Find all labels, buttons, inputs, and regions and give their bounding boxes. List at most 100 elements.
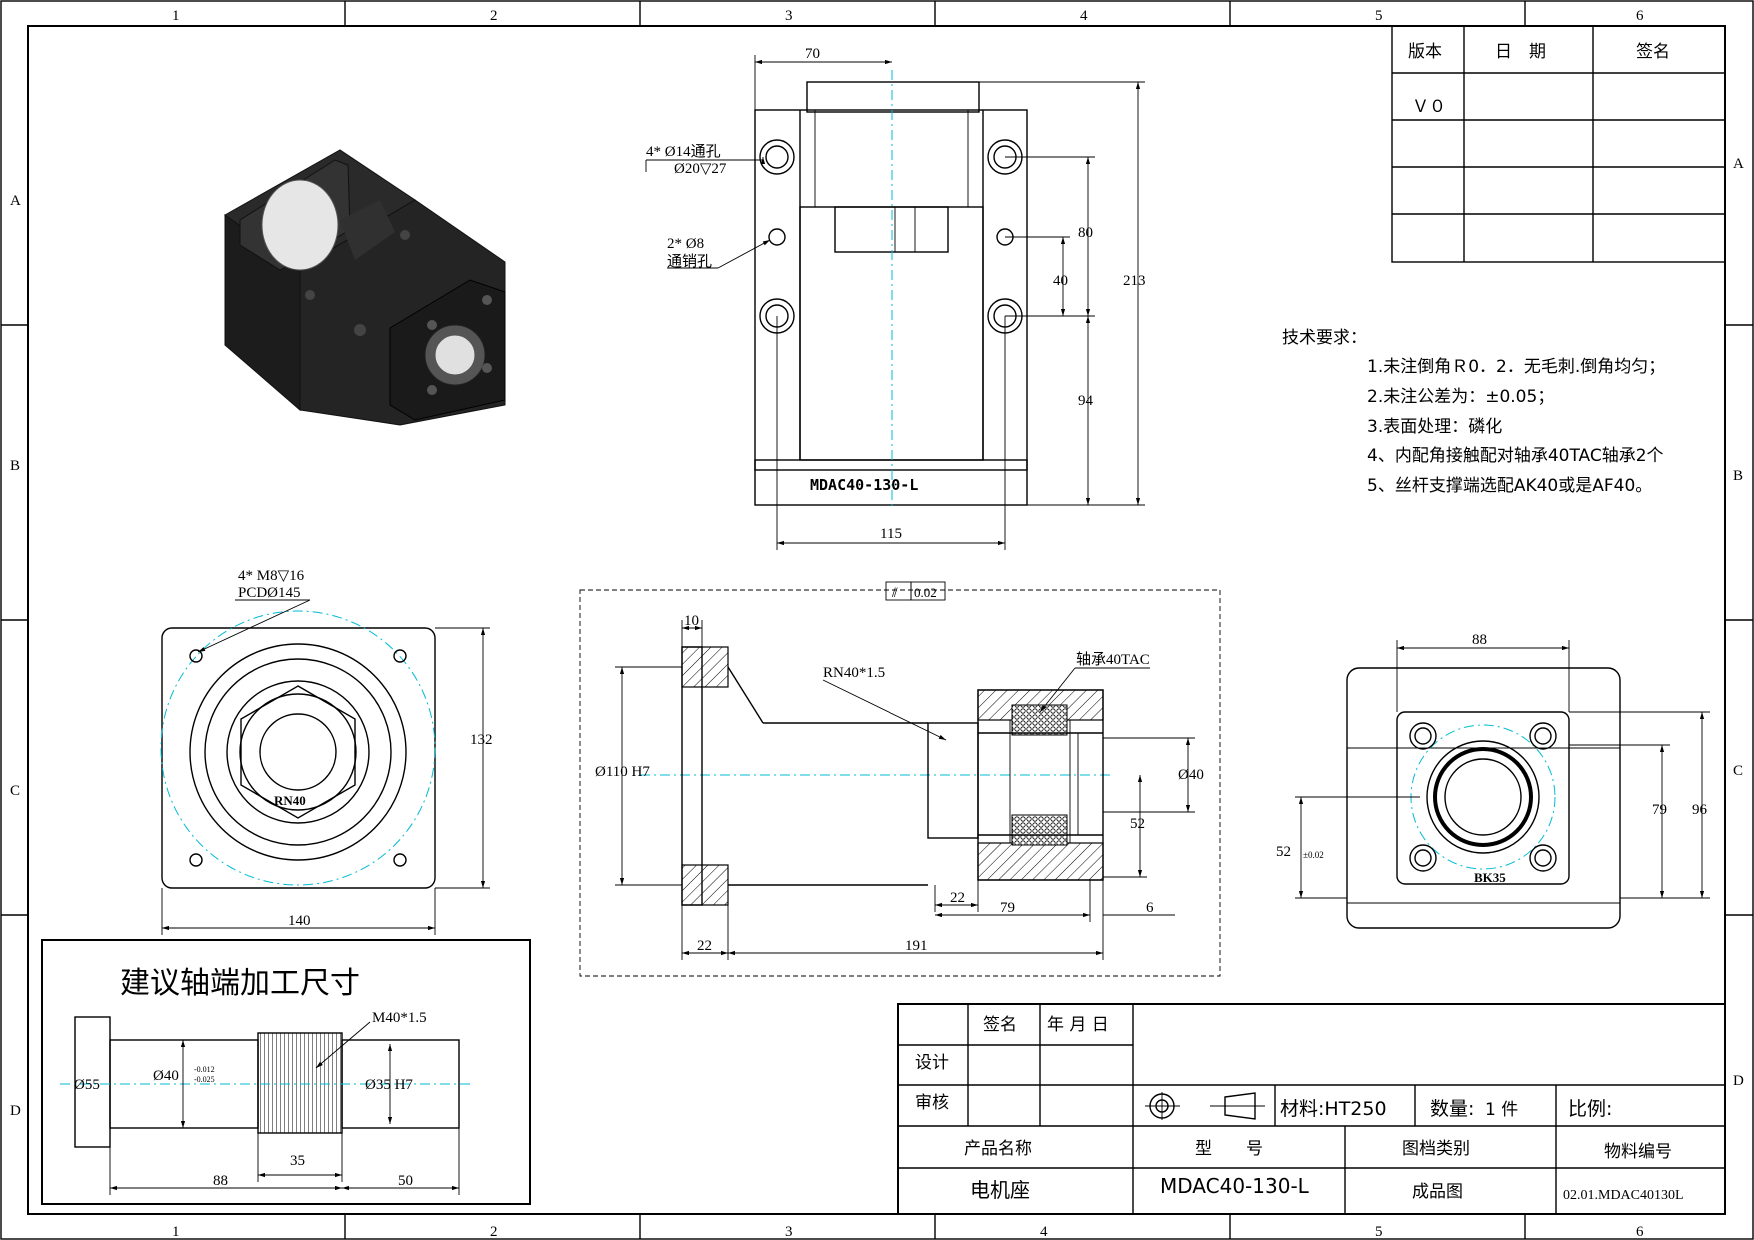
tech-req-item: 5、丝杆支撑端选配AK40或是AF40。 — [1367, 476, 1652, 496]
tech-requirements: 技术要求： 1.未注倒角Ｒ0．2．无毛刺.倒角均匀； 2.未注公差为：±0.05… — [1282, 328, 1665, 496]
tech-req-item: 4、内配角接触配对轴承40TAC轴承2个 — [1367, 446, 1664, 466]
tb-qty-label: 数量: — [1430, 1098, 1474, 1120]
dim-80: 80 — [1078, 225, 1093, 241]
shaft-d40-tol-up: -0.012 — [194, 1065, 215, 1074]
tb-date: 年 月 日 — [1047, 1015, 1109, 1035]
rev-header-version: 版本 — [1408, 42, 1442, 62]
rev-row-version: Ｖ０ — [1412, 97, 1446, 117]
shaft-d40: Ø40 — [153, 1068, 179, 1084]
title-block: 签名 年 月 日 设计 审核 材料:HT250 数量: 1 件 比例: 产品名称… — [897, 1003, 1726, 1215]
dim-52r-tol: ±0.02 — [1303, 850, 1324, 860]
shaft-thread: M40*1.5 — [372, 1010, 427, 1026]
tb-material: 材料:HT250 — [1280, 1098, 1387, 1120]
col-label: 5 — [1375, 1224, 1383, 1240]
col-label: 4 — [1040, 1224, 1048, 1240]
dim-52r: 52 — [1276, 844, 1291, 860]
col-label: 2 — [490, 1224, 498, 1240]
revision-table: 版本 日 期 签名 Ｖ０ — [1391, 25, 1726, 263]
shaft-detail: 建议轴端加工尺寸 Ø55 Ø40 -0.012 -0.025 Ø35 H7 M4… — [41, 939, 531, 1205]
row-label: A — [1733, 156, 1744, 172]
col-label: 6 — [1636, 8, 1644, 24]
col-label: 1 — [172, 1224, 180, 1240]
dim-6: 6 — [1146, 900, 1154, 916]
tb-model: MDAC40-130-L — [1160, 1174, 1310, 1198]
left-view: RN40 132 140 4* M8▽16 PCDØ145 — [160, 568, 493, 935]
dim-79r: 79 — [1652, 802, 1667, 818]
left-engraving: RN40 — [274, 793, 306, 808]
tech-req-item: 1.未注倒角Ｒ0．2．无毛刺.倒角均匀； — [1367, 357, 1665, 377]
row-label: B — [10, 458, 20, 474]
row-label: B — [1733, 468, 1743, 484]
dim-96: 96 — [1692, 802, 1708, 818]
left-note-1: 4* M8▽16 — [238, 568, 305, 584]
tech-req-item: 3.表面处理：磷化 — [1367, 417, 1502, 437]
dim-d40: Ø40 — [1178, 767, 1204, 783]
shaft-l35: 35 — [290, 1153, 305, 1169]
right-view: BK35 88 52 ±0.02 79 96 — [1276, 632, 1710, 929]
col-label: 2 — [490, 8, 498, 24]
row-label: D — [10, 1103, 21, 1119]
tb-doctype-label: 图档类别 — [1402, 1139, 1470, 1159]
dim-d110: Ø110 H7 — [595, 764, 650, 780]
tb-product-name: 电机座 — [970, 1178, 1030, 1202]
dim-40: 40 — [1053, 273, 1068, 289]
runout-symbol: ⫽ — [891, 585, 898, 600]
note-rn: RN40*1.5 — [823, 665, 885, 681]
tb-partno: 02.01.MDAC40130L — [1563, 1188, 1684, 1203]
note-holes: 4* Ø14通孔 — [646, 143, 721, 160]
dim-132: 132 — [470, 732, 493, 748]
front-engraving: MDAC40-130-L — [810, 476, 918, 494]
note-pins: 2* Ø8 — [667, 236, 704, 252]
shaft-l50: 50 — [398, 1173, 413, 1189]
tb-review: 审核 — [915, 1093, 949, 1113]
dim-94: 94 — [1078, 393, 1094, 409]
col-label: 1 — [172, 8, 180, 24]
right-engraving: BK35 — [1474, 870, 1506, 885]
shaft-d35: Ø35 H7 — [365, 1077, 413, 1093]
col-label: 3 — [785, 1224, 793, 1240]
tb-scale: 比例: — [1568, 1098, 1612, 1120]
col-label: 6 — [1636, 1224, 1644, 1240]
col-label: 3 — [785, 8, 793, 24]
isometric-view — [224, 149, 506, 426]
dim-52: 52 — [1130, 816, 1145, 832]
dim-88: 88 — [1472, 632, 1487, 648]
dim-79: 79 — [1000, 900, 1015, 916]
front-view: MDAC40-130-L 70 213 80 40 94 115 4* Ø14通… — [645, 46, 1146, 550]
dim-140: 140 — [288, 913, 311, 929]
note-cbore: Ø20▽27 — [674, 161, 727, 177]
runout-tolerance: 0.02 — [914, 585, 937, 600]
note-bearing: 轴承40TAC — [1076, 651, 1150, 668]
col-label: 4 — [1080, 8, 1088, 24]
tech-req-title: 技术要求： — [1282, 328, 1367, 348]
row-label: D — [1733, 1073, 1744, 1089]
tb-qty-value: 1 件 — [1485, 1100, 1518, 1120]
dim-70: 70 — [805, 46, 820, 62]
dim-22b: 22 — [697, 938, 712, 954]
shaft-d55: Ø55 — [74, 1077, 100, 1093]
left-note-2: PCDØ145 — [238, 585, 301, 601]
section-view: ⫽ 0.02 10 Ø110 H7 RN40*1.5 — [579, 581, 1221, 977]
tb-model-label: 型 号 — [1195, 1139, 1263, 1159]
shaft-d40-tol-dn: -0.025 — [194, 1075, 215, 1084]
dim-22a: 22 — [950, 890, 965, 906]
shaft-title: 建议轴端加工尺寸 — [120, 966, 360, 1001]
row-label: C — [10, 783, 20, 799]
col-label: 5 — [1375, 8, 1383, 24]
note-pins-2: 通销孔 — [667, 253, 712, 270]
dim-115: 115 — [880, 526, 902, 542]
row-label: A — [10, 193, 21, 209]
rev-header-date: 日 期 — [1495, 42, 1546, 62]
dim-213: 213 — [1123, 273, 1146, 289]
tech-req-item: 2.未注公差为：±0.05； — [1367, 387, 1554, 407]
tb-sign: 签名 — [983, 1015, 1017, 1035]
dim-10: 10 — [684, 613, 699, 629]
row-label: C — [1733, 763, 1743, 779]
tb-product-name-label: 产品名称 — [964, 1139, 1032, 1159]
dim-191: 191 — [905, 938, 928, 954]
tb-doctype: 成品图 — [1412, 1182, 1463, 1202]
tb-design: 设计 — [915, 1053, 949, 1073]
tb-partno-label: 物料编号 — [1604, 1142, 1672, 1162]
